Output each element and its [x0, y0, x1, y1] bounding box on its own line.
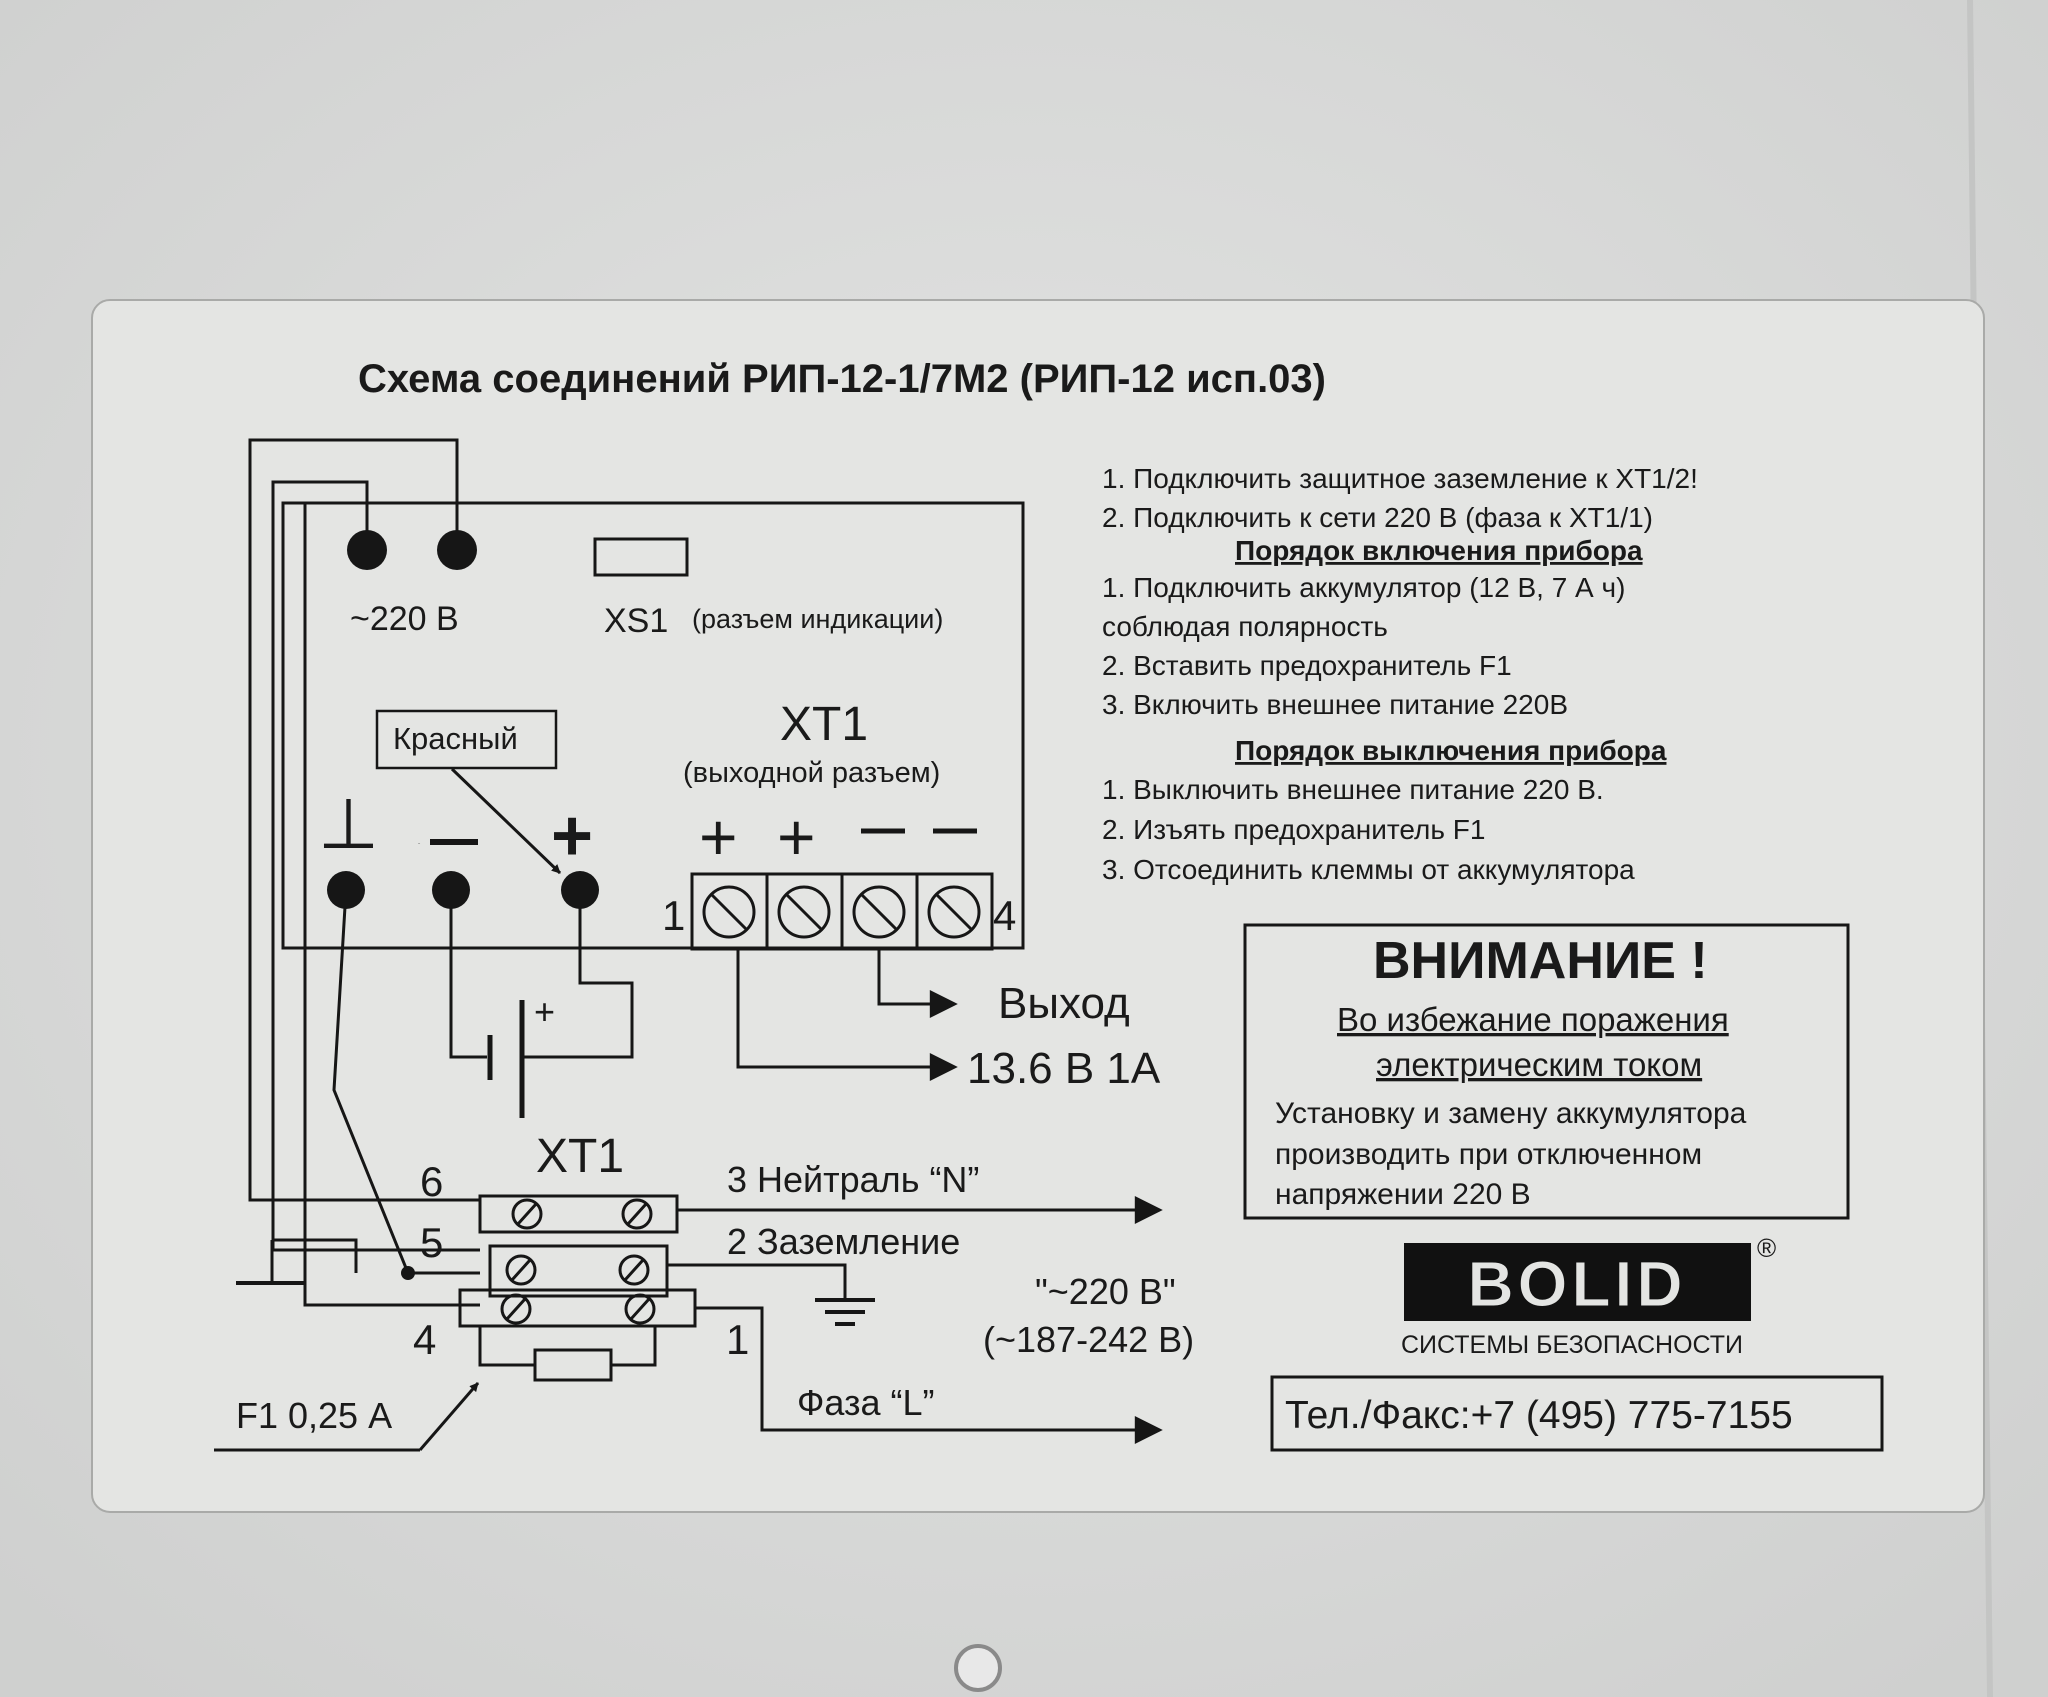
- instruction-line-1: 1. Подключить защитное заземление к XT1/…: [1102, 463, 1698, 494]
- contact-box: [1270, 1375, 1884, 1452]
- fuse-wire-right: [611, 1326, 657, 1367]
- power-off-step-3: 3. Отсоединить клеммы от аккумулятора: [1102, 854, 1635, 885]
- mains-block-row-1: [478, 1194, 679, 1234]
- mains-voltage-range: (~187-242 В): [983, 1319, 1194, 1360]
- xt1-screw-2: [777, 885, 831, 939]
- power-on-step-4: 3. Включить внешнее питание 220В: [1102, 689, 1568, 720]
- ground-terminal-wire: [332, 889, 410, 1274]
- output-label: Выход: [998, 979, 1130, 1028]
- mains-pin-6: 6: [420, 1158, 443, 1205]
- mains-pin-4: 4: [413, 1316, 436, 1363]
- warning-underlined-1: Во избежание поражения: [1337, 1001, 1729, 1038]
- xt1-screw-1: [702, 885, 756, 939]
- warning-title: ВНИМАНИЕ !: [1373, 932, 1708, 990]
- fuse-arrow: [418, 1382, 480, 1451]
- xs1-note: (разъем индикации): [692, 604, 943, 634]
- battery-minus-wire: [449, 890, 487, 1059]
- bolid-logo-box: [1404, 1243, 1751, 1321]
- fuse-label: F1 0,25 А: [236, 1395, 392, 1436]
- mains-screw-5: [500, 1293, 532, 1325]
- bolid-logo: BOLID: [1467, 1248, 1686, 1320]
- mounting-hole: [954, 1644, 1002, 1692]
- power-on-step-3: 2. Вставить предохранитель F1: [1102, 650, 1512, 681]
- xt1-polarity-4: −: [933, 830, 936, 835]
- mains-screw-4: [618, 1254, 650, 1286]
- phase-wire: [695, 1306, 1163, 1444]
- phase-label: Фаза “L”: [797, 1382, 935, 1423]
- red-wire-arrow: [450, 767, 562, 875]
- earth-wire: [667, 1263, 847, 1300]
- instruction-line-2: 2. Подключить к сети 220 В (фаза к XT1/1…: [1102, 502, 1653, 533]
- mains-block-title: XT1: [536, 1130, 624, 1183]
- xt1-pin-first: 1: [662, 892, 685, 939]
- warning-body-3: напряжении 220 В: [1275, 1178, 1531, 1211]
- registered-mark: ®: [1757, 1233, 1776, 1263]
- xs1-label: XS1: [604, 602, 668, 640]
- xt1-polarity-2: +: [777, 800, 816, 874]
- output-value: 13.6 В 1А: [967, 1044, 1161, 1093]
- warning-box: [1243, 923, 1850, 1220]
- label-sticker: [91, 299, 1985, 1513]
- diagram-title: Схема соединений РИП-12-1/7М2 (РИП-12 ис…: [358, 357, 1326, 401]
- red-wire-label: Красный: [393, 721, 518, 756]
- contact-phone: Тел./Факс:+7 (495) 775-7155: [1285, 1394, 1793, 1437]
- mains-terminal-2: [437, 530, 477, 570]
- fuse-wire-left: [478, 1326, 535, 1367]
- instructions: 1. Подключить защитное заземление к XT1/…: [1102, 463, 1698, 885]
- warning-underlined-2: электрическим током: [1376, 1046, 1702, 1083]
- device-board-outline: [281, 501, 1025, 950]
- xt1-polarity-1: +: [699, 800, 738, 874]
- xt1-polarity-3: −: [861, 830, 864, 835]
- power-off-title: Порядок выключения прибора: [1235, 735, 1667, 766]
- brand-tagline: СИСТЕМЫ БЕЗОПАСНОСТИ: [1401, 1331, 1743, 1359]
- mains-pin-1: 1: [726, 1316, 749, 1363]
- battery-plus-mark: +: [534, 991, 555, 1032]
- earth-left-wire: [272, 1238, 358, 1273]
- wire-ground: [303, 503, 480, 1307]
- ground-symbol: ⊥: [318, 785, 379, 863]
- power-off-step-1: 1. Выключить внешнее питание 220 В.: [1102, 774, 1604, 805]
- red-wire-label-box: [375, 709, 558, 770]
- plus-symbol: +: [551, 796, 593, 876]
- output-wire-plus: [736, 949, 958, 1081]
- battery-plus-wire: [522, 890, 634, 1059]
- xt1-screw-4: [927, 885, 981, 939]
- warning-body-2: производить при отключенном: [1275, 1138, 1702, 1171]
- mains-voltage: "~220 В": [1035, 1271, 1176, 1312]
- wire-mains-a: [248, 438, 480, 1202]
- earth-label: 2 Заземление: [727, 1221, 960, 1262]
- mains-block-row-2: [488, 1244, 669, 1298]
- power-off-step-2: 2. Изъять предохранитель F1: [1102, 814, 1485, 845]
- mains-label: ~220 В: [350, 600, 459, 638]
- neutral-label: 3 Нейтраль “N”: [727, 1159, 979, 1200]
- xt1-screw-3: [852, 885, 906, 939]
- mains-screw-2: [621, 1198, 653, 1230]
- xt1-subtitle: (выходной разъем): [683, 757, 940, 789]
- power-on-step-2: соблюдая полярность: [1102, 611, 1388, 642]
- warning-body-1: Установку и замену аккумулятора: [1275, 1097, 1747, 1130]
- mains-pin-5: 5: [420, 1219, 443, 1266]
- mains-screw-1: [511, 1198, 543, 1230]
- mains-screw-3: [505, 1254, 537, 1286]
- mains-terminal-1: [347, 530, 387, 570]
- power-on-step-1: 1. Подключить аккумулятор (12 В, 7 А ч): [1102, 572, 1625, 603]
- mains-screw-6: [624, 1293, 656, 1325]
- xt1-pin-last: 4: [993, 892, 1016, 939]
- xt1-title: XT1: [780, 698, 868, 751]
- wire-mains-b: [271, 480, 480, 1252]
- power-on-title: Порядок включения прибора: [1235, 535, 1643, 566]
- xs1-connector: [593, 537, 689, 577]
- minus-symbol: −: [418, 841, 421, 846]
- output-wire-minus: [877, 949, 958, 1018]
